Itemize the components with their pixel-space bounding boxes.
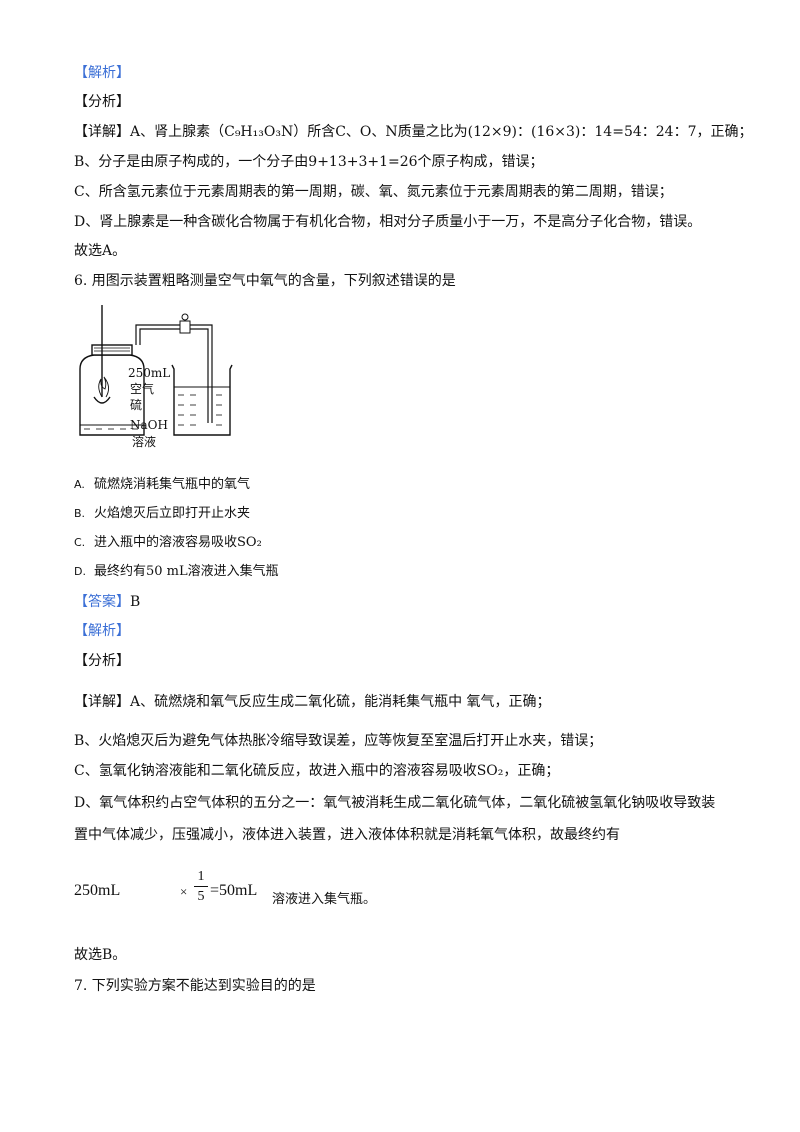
detail-line-b-6: B、火焰熄灭后为避免气体热胀冷缩导致误差，应等恢复至室温后打开止水夹，错误； bbox=[74, 733, 603, 749]
fraction-bar bbox=[194, 886, 208, 887]
flame bbox=[98, 376, 109, 398]
beaker bbox=[171, 364, 233, 436]
formula-denominator: 5 bbox=[197, 889, 205, 904]
water-clamp bbox=[179, 320, 191, 334]
fenxi-heading-1: 【分析】 bbox=[74, 94, 130, 110]
answer-value: B bbox=[130, 594, 141, 610]
label-solution: 溶液 bbox=[132, 434, 156, 449]
label-volume: 250mL bbox=[128, 366, 170, 380]
xiangjie-tag: 【详解】 bbox=[74, 694, 130, 710]
formula-tail: 溶液进入集气瓶。 bbox=[272, 892, 377, 907]
connecting-tube bbox=[135, 324, 213, 423]
question-7-stem: 7. 下列实验方案不能达到实验目的的是 bbox=[74, 978, 316, 994]
jiexi-heading-1: 【解析】 bbox=[74, 65, 130, 81]
option-c-letter: C. bbox=[74, 536, 86, 549]
option-c-text: 进入瓶中的溶液容易吸收SO₂ bbox=[94, 535, 262, 550]
apparatus-figure: 250mL 空气 硫 NaOH 溶液 bbox=[79, 305, 233, 449]
spoon bbox=[93, 396, 111, 404]
option-b-letter: B. bbox=[74, 507, 86, 520]
label-naoh: NaOH bbox=[130, 418, 168, 432]
detail-text: A、肾上腺素（C₉H₁₃O₃N）所含C、O、N质量之比为(12×9)：(16×3… bbox=[130, 124, 753, 140]
option-d-letter: D. bbox=[74, 565, 86, 578]
option-a: A. 硫燃烧消耗集气瓶中的氧气 bbox=[74, 476, 250, 494]
jiexi-heading-6: 【解析】 bbox=[74, 623, 130, 639]
detail-line-d2-6: 置中气体减少，压强减小，液体进入装置，进入液体体积就是消耗氧气体积，故最终约有 bbox=[74, 827, 620, 843]
question-6-stem: 6. 用图示装置粗略测量空气中氧气的含量，下列叙述错误的是 bbox=[74, 273, 456, 289]
formula-result: =50mL bbox=[210, 882, 258, 899]
label-sulfur: 硫 bbox=[130, 397, 142, 412]
detail-line-b-1: B、分子是由原子构成的，一个分子由9+13+3+1=26个原子构成，错误； bbox=[74, 154, 544, 170]
option-a-letter: A. bbox=[74, 478, 85, 491]
answer-tag: 【答案】 bbox=[74, 594, 130, 610]
detail-text: A、硫燃烧和氧气反应生成二氧化硫，能消耗集气瓶中 氧气，正确； bbox=[130, 694, 551, 710]
option-a-text: 硫燃烧消耗集气瓶中的氧气 bbox=[94, 477, 251, 492]
answer-line: 【答案】B bbox=[74, 593, 140, 611]
stopper bbox=[91, 344, 133, 356]
detail-line-a-6: 【详解】A、硫燃烧和氧气反应生成二氧化硫，能消耗集气瓶中 氧气，正确； bbox=[74, 693, 551, 711]
formula-numerator: 1 bbox=[197, 869, 205, 884]
detail-line-c-6: C、氢氧化钠溶液能和二氧化硫反应，故进入瓶中的溶液容易吸收SO₂，正确； bbox=[74, 763, 560, 779]
formula-times: × bbox=[180, 884, 188, 899]
formula-left: 250mL bbox=[74, 882, 121, 899]
option-d: D. 最终约有50 mL溶液进入集气瓶 bbox=[74, 563, 279, 581]
detail-line-a-1: 【详解】A、肾上腺素（C₉H₁₃O₃N）所含C、O、N质量之比为(12×9)：(… bbox=[74, 123, 752, 141]
option-b: B. 火焰熄灭后立即打开止水夹 bbox=[74, 505, 250, 523]
conclusion-6: 故选B。 bbox=[74, 947, 127, 963]
option-d-text: 最终约有50 mL溶液进入集气瓶 bbox=[94, 564, 279, 579]
label-air: 空气 bbox=[130, 381, 154, 396]
detail-line-d-1: D、肾上腺素是一种含碳化合物属于有机化合物，相对分子质量小于一万，不是高分子化合… bbox=[74, 214, 702, 230]
xiangjie-tag: 【详解】 bbox=[74, 124, 130, 140]
fenxi-heading-6: 【分析】 bbox=[74, 653, 130, 669]
formula-fraction: 1 5 bbox=[194, 868, 208, 905]
detail-line-c-1: C、所含氢元素位于元素周期表的第一周期，碳、氧、氮元素位于元素周期表的第二周期，… bbox=[74, 184, 673, 200]
option-c: C. 进入瓶中的溶液容易吸收SO₂ bbox=[74, 534, 262, 552]
detail-line-d1-6: D、氧气体积约占空气体积的五分之一：氧气被消耗生成二氧化硫气体，二氧化硫被氢氧化… bbox=[74, 795, 716, 811]
conclusion-1: 故选A。 bbox=[74, 243, 127, 259]
option-b-text: 火焰熄灭后立即打开止水夹 bbox=[94, 506, 251, 521]
